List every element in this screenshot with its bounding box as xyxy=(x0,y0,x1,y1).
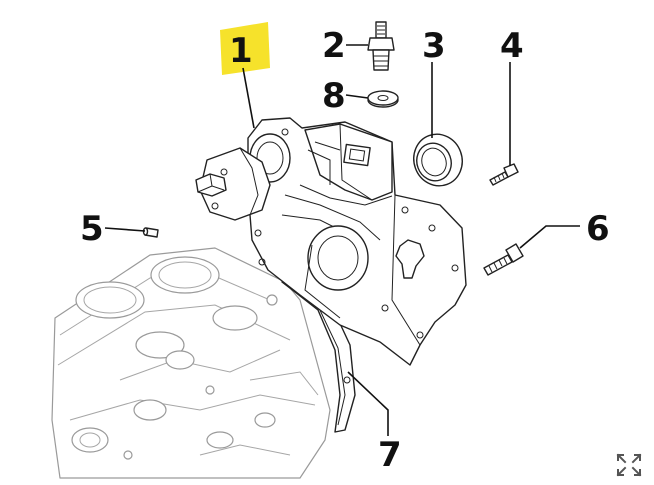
callout-2-label: 2 xyxy=(322,26,346,66)
oil-seal xyxy=(413,133,463,187)
cover-plate xyxy=(195,147,271,221)
leader-8 xyxy=(345,94,369,99)
callout-6-label: 6 xyxy=(586,209,610,249)
timing-cover xyxy=(247,117,467,366)
callout-8-label: 8 xyxy=(322,76,346,116)
leader-1 xyxy=(242,67,255,129)
engine-block xyxy=(51,247,331,479)
leader-6 xyxy=(519,225,580,249)
callout-1-label: 1 xyxy=(229,31,253,71)
callout-5-label: 5 xyxy=(80,209,104,249)
washer xyxy=(367,90,399,108)
callout-4-label: 4 xyxy=(500,26,524,66)
callout-1-highlight xyxy=(220,22,270,75)
callout-3-label: 3 xyxy=(422,26,446,66)
callout-7-label: 7 xyxy=(378,435,402,475)
callout-labels: 1 2 3 4 5 6 7 8 xyxy=(80,26,610,475)
bolt xyxy=(483,243,524,276)
leader-7 xyxy=(347,371,389,436)
small-screw xyxy=(489,163,519,186)
dowel-pin xyxy=(142,227,159,238)
leader-lines xyxy=(104,44,580,436)
leader-5 xyxy=(104,227,146,232)
expand-arrows-icon[interactable] xyxy=(614,451,644,479)
fitting-stud xyxy=(367,21,395,71)
